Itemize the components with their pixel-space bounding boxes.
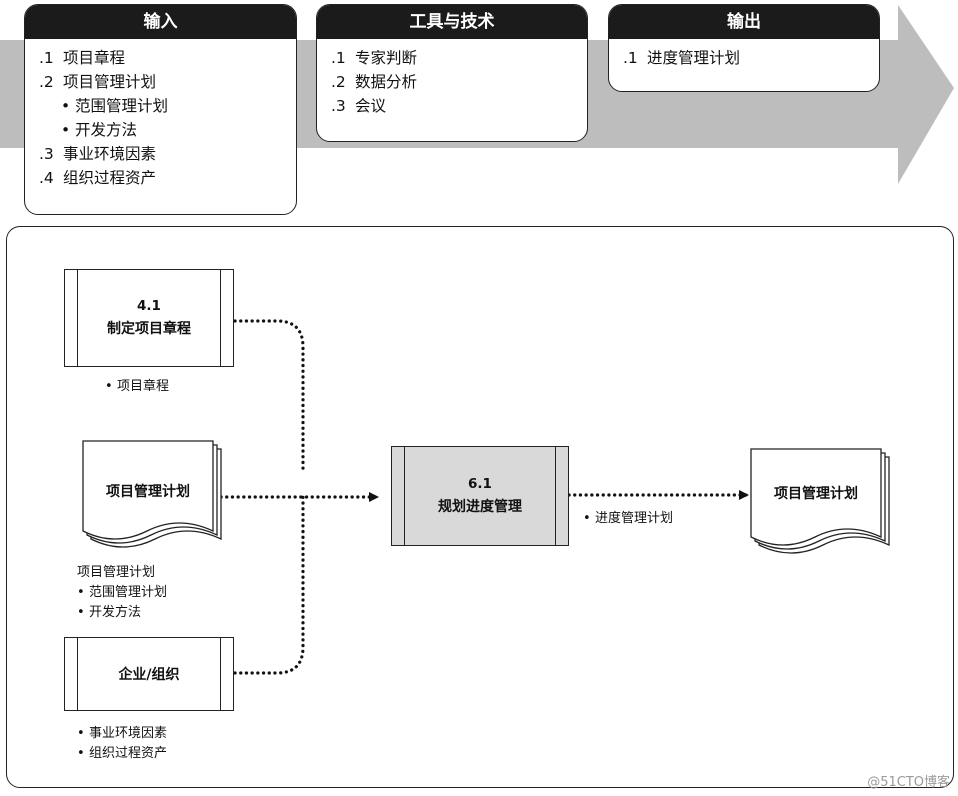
pmp-document-label: 项目管理计划: [106, 484, 190, 500]
data-flow-panel: 4.1 制定项目章程 •项目章程 项目管理计划 项目管理计划 •范围管理计划 •…: [6, 226, 954, 788]
enterprise-label: 企业/组织: [118, 667, 180, 683]
center-process-box: 6.1 规划进度管理: [391, 446, 569, 546]
output-flow-note: •进度管理计划: [583, 511, 674, 526]
flow-lines: [82, 319, 890, 675]
outputs-title: 输出: [609, 5, 879, 39]
output-document-label: 项目管理计划: [774, 486, 858, 502]
charter-process-number: 4.1: [137, 298, 161, 314]
center-process-number: 6.1: [468, 476, 492, 492]
center-process-name: 规划进度管理: [438, 499, 522, 515]
output-document-icon: [750, 448, 890, 554]
input-subitem: •范围管理计划: [61, 97, 169, 115]
charter-process-name: 制定项目章程: [107, 321, 191, 337]
charter-process-box: 4.1 制定项目章程: [64, 269, 234, 367]
input-subitem: •开发方法: [61, 121, 138, 139]
flow-line-charter: [233, 319, 305, 475]
enterprise-note: •事业环境因素 •组织过程资产: [77, 726, 168, 761]
tools-title: 工具与技术: [317, 5, 587, 39]
enterprise-box: 企业/组织: [64, 637, 234, 711]
watermark: @51CTO博客: [867, 775, 950, 790]
pmp-document-icon: [82, 440, 222, 548]
inputs-title: 输入: [25, 5, 296, 39]
charter-note: •项目章程: [105, 379, 170, 394]
pmp-note: 项目管理计划 •范围管理计划 •开发方法: [77, 565, 168, 620]
flow-line-enterprise: [233, 495, 305, 675]
